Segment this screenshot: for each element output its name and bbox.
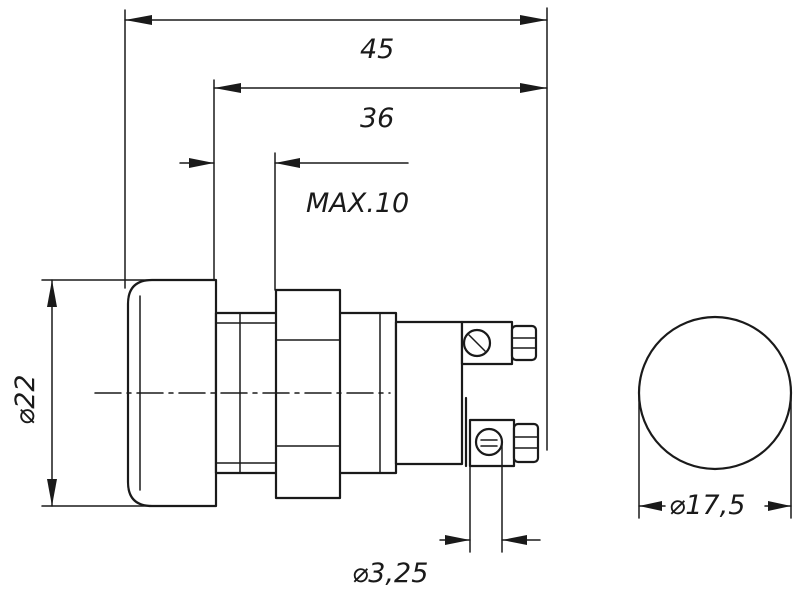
dimension-45: 45 [124, 15, 548, 65]
side-view: 45 36 MAX.10 ⌀22 [10, 7, 548, 589]
rear-body [394, 320, 464, 466]
terminal-screw-lower [474, 427, 504, 457]
dimension-diameter-3-25-label: ⌀3,25 [352, 558, 428, 589]
dimension-max10: MAX.10 [179, 158, 409, 219]
dimension-45-label: 45 [360, 34, 394, 65]
terminal-upper [460, 320, 538, 366]
front-view-circle [637, 315, 793, 471]
dimension-diameter-17-5-label: ⌀17,5 [669, 490, 745, 521]
hex-nut [274, 288, 342, 500]
dimension-36-label: 36 [360, 103, 394, 134]
dimension-diameter-3-25: ⌀3,25 [352, 441, 541, 589]
dimension-36: 36 [213, 83, 548, 134]
front-view: ⌀17,5 [637, 315, 793, 521]
dimension-diameter-22-label: ⌀22 [10, 374, 41, 425]
dimension-diameter-22: ⌀22 [10, 279, 151, 507]
dimension-max10-label: MAX.10 [306, 188, 409, 219]
